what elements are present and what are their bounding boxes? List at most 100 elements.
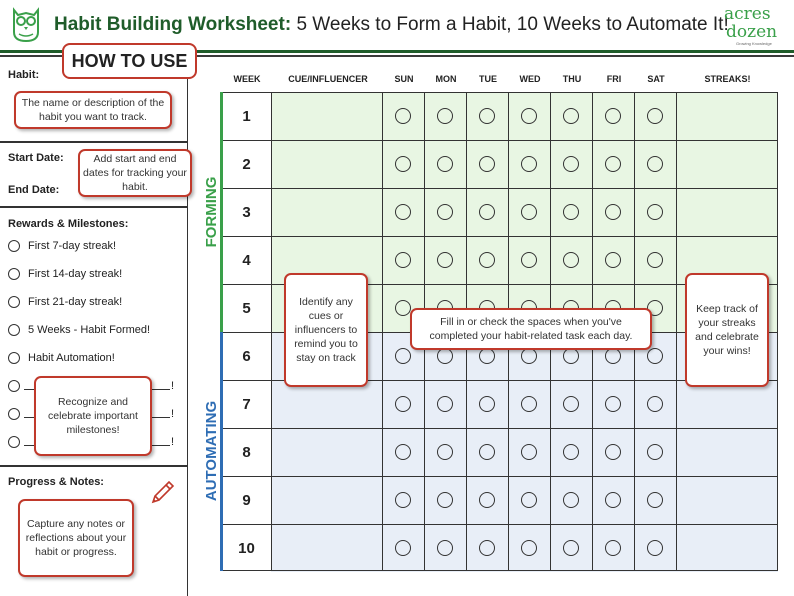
- day-checkbox[interactable]: [605, 156, 621, 172]
- day-checkbox[interactable]: [437, 444, 453, 460]
- day-checkbox[interactable]: [395, 108, 411, 124]
- start-date-label: Start Date:: [8, 152, 64, 164]
- col-header-fri: FRI: [606, 74, 622, 84]
- day-checkbox[interactable]: [563, 108, 579, 124]
- day-checkbox[interactable]: [605, 444, 621, 460]
- milestone-checkbox[interactable]: [8, 380, 20, 392]
- day-checkbox[interactable]: [521, 156, 537, 172]
- day-checkbox[interactable]: [437, 492, 453, 508]
- day-checkbox[interactable]: [437, 396, 453, 412]
- week-number: 8: [222, 429, 271, 476]
- divider: [0, 141, 188, 143]
- day-checkbox[interactable]: [395, 252, 411, 268]
- week-number: 9: [222, 477, 271, 524]
- day-checkbox[interactable]: [563, 348, 579, 364]
- day-checkbox[interactable]: [605, 348, 621, 364]
- day-checkbox[interactable]: [563, 252, 579, 268]
- day-checkbox[interactable]: [395, 300, 411, 316]
- day-checkbox[interactable]: [647, 252, 663, 268]
- day-checkbox[interactable]: [605, 492, 621, 508]
- day-checkbox[interactable]: [647, 444, 663, 460]
- day-checkbox[interactable]: [647, 204, 663, 220]
- day-checkbox[interactable]: [521, 444, 537, 460]
- day-checkbox[interactable]: [437, 252, 453, 268]
- dates-tip: Add start and end dates for tracking you…: [78, 149, 192, 197]
- day-checkbox[interactable]: [521, 492, 537, 508]
- reward-item[interactable]: First 21-day streak!: [8, 296, 122, 308]
- day-checkbox[interactable]: [479, 348, 495, 364]
- reward-item[interactable]: First 14-day streak!: [8, 268, 122, 280]
- week-number: 2: [222, 141, 271, 188]
- day-checkbox[interactable]: [563, 540, 579, 556]
- day-checkbox[interactable]: [395, 156, 411, 172]
- week-number: 7: [222, 381, 271, 428]
- brand-logo: acres dozen Growing Knowledge: [714, 2, 790, 46]
- day-checkbox[interactable]: [605, 396, 621, 412]
- day-checkbox[interactable]: [395, 348, 411, 364]
- day-checkbox[interactable]: [647, 540, 663, 556]
- reward-item[interactable]: Habit Automation!: [8, 352, 115, 364]
- reward-checkbox[interactable]: [8, 268, 20, 280]
- day-checkbox[interactable]: [437, 108, 453, 124]
- grid-line: [222, 92, 778, 93]
- day-checkbox[interactable]: [647, 348, 663, 364]
- day-checkbox[interactable]: [437, 540, 453, 556]
- week-row: 8: [222, 428, 778, 476]
- day-checkbox[interactable]: [395, 492, 411, 508]
- day-checkbox[interactable]: [563, 492, 579, 508]
- milestone-exclaim: !: [171, 436, 175, 448]
- day-checkbox[interactable]: [395, 540, 411, 556]
- reward-text: First 7-day streak!: [28, 240, 117, 252]
- day-checkbox[interactable]: [605, 252, 621, 268]
- day-checkbox[interactable]: [563, 156, 579, 172]
- day-checkbox[interactable]: [563, 444, 579, 460]
- day-checkbox[interactable]: [479, 540, 495, 556]
- progress-tip: Capture any notes or reflections about y…: [18, 499, 134, 577]
- end-date-label: End Date:: [8, 184, 60, 196]
- day-checkbox[interactable]: [605, 204, 621, 220]
- day-checkbox[interactable]: [479, 252, 495, 268]
- week-number: 6: [222, 333, 271, 380]
- col-header-cue: CUE/INFLUENCER: [288, 74, 368, 84]
- reward-checkbox[interactable]: [8, 324, 20, 336]
- reward-checkbox[interactable]: [8, 296, 20, 308]
- day-checkbox[interactable]: [479, 156, 495, 172]
- day-checkbox[interactable]: [479, 204, 495, 220]
- day-checkbox[interactable]: [521, 540, 537, 556]
- col-header-tue: TUE: [479, 74, 497, 84]
- week-row: 2: [222, 140, 778, 188]
- day-checkbox[interactable]: [479, 444, 495, 460]
- day-checkbox[interactable]: [605, 108, 621, 124]
- day-checkbox[interactable]: [437, 156, 453, 172]
- milestone-checkbox[interactable]: [8, 408, 20, 420]
- day-checkbox[interactable]: [395, 204, 411, 220]
- day-checkbox[interactable]: [521, 252, 537, 268]
- reward-item[interactable]: First 7-day streak!: [8, 240, 116, 252]
- day-checkbox[interactable]: [647, 156, 663, 172]
- day-checkbox[interactable]: [479, 492, 495, 508]
- day-checkbox[interactable]: [521, 396, 537, 412]
- day-checkbox[interactable]: [395, 444, 411, 460]
- day-checkbox[interactable]: [479, 396, 495, 412]
- reward-checkbox[interactable]: [8, 352, 20, 364]
- day-checkbox[interactable]: [437, 348, 453, 364]
- page-title: Habit Building Worksheet: 5 Weeks to For…: [54, 14, 729, 36]
- day-checkbox[interactable]: [437, 204, 453, 220]
- day-checkbox[interactable]: [479, 108, 495, 124]
- milestone-exclaim: !: [171, 408, 175, 420]
- reward-item[interactable]: 5 Weeks - Habit Formed!: [8, 324, 150, 336]
- col-header-mon: MON: [435, 74, 457, 84]
- day-checkbox[interactable]: [395, 396, 411, 412]
- day-checkbox[interactable]: [563, 396, 579, 412]
- day-checkbox[interactable]: [605, 540, 621, 556]
- reward-checkbox[interactable]: [8, 240, 20, 252]
- day-checkbox[interactable]: [647, 396, 663, 412]
- day-checkbox[interactable]: [563, 204, 579, 220]
- day-checkbox[interactable]: [647, 492, 663, 508]
- day-checkbox[interactable]: [521, 108, 537, 124]
- day-checkbox[interactable]: [521, 348, 537, 364]
- milestone-checkbox[interactable]: [8, 436, 20, 448]
- day-checkbox[interactable]: [521, 204, 537, 220]
- day-checkbox[interactable]: [647, 108, 663, 124]
- milestones-tip: Recognize and celebrate important milest…: [34, 376, 152, 456]
